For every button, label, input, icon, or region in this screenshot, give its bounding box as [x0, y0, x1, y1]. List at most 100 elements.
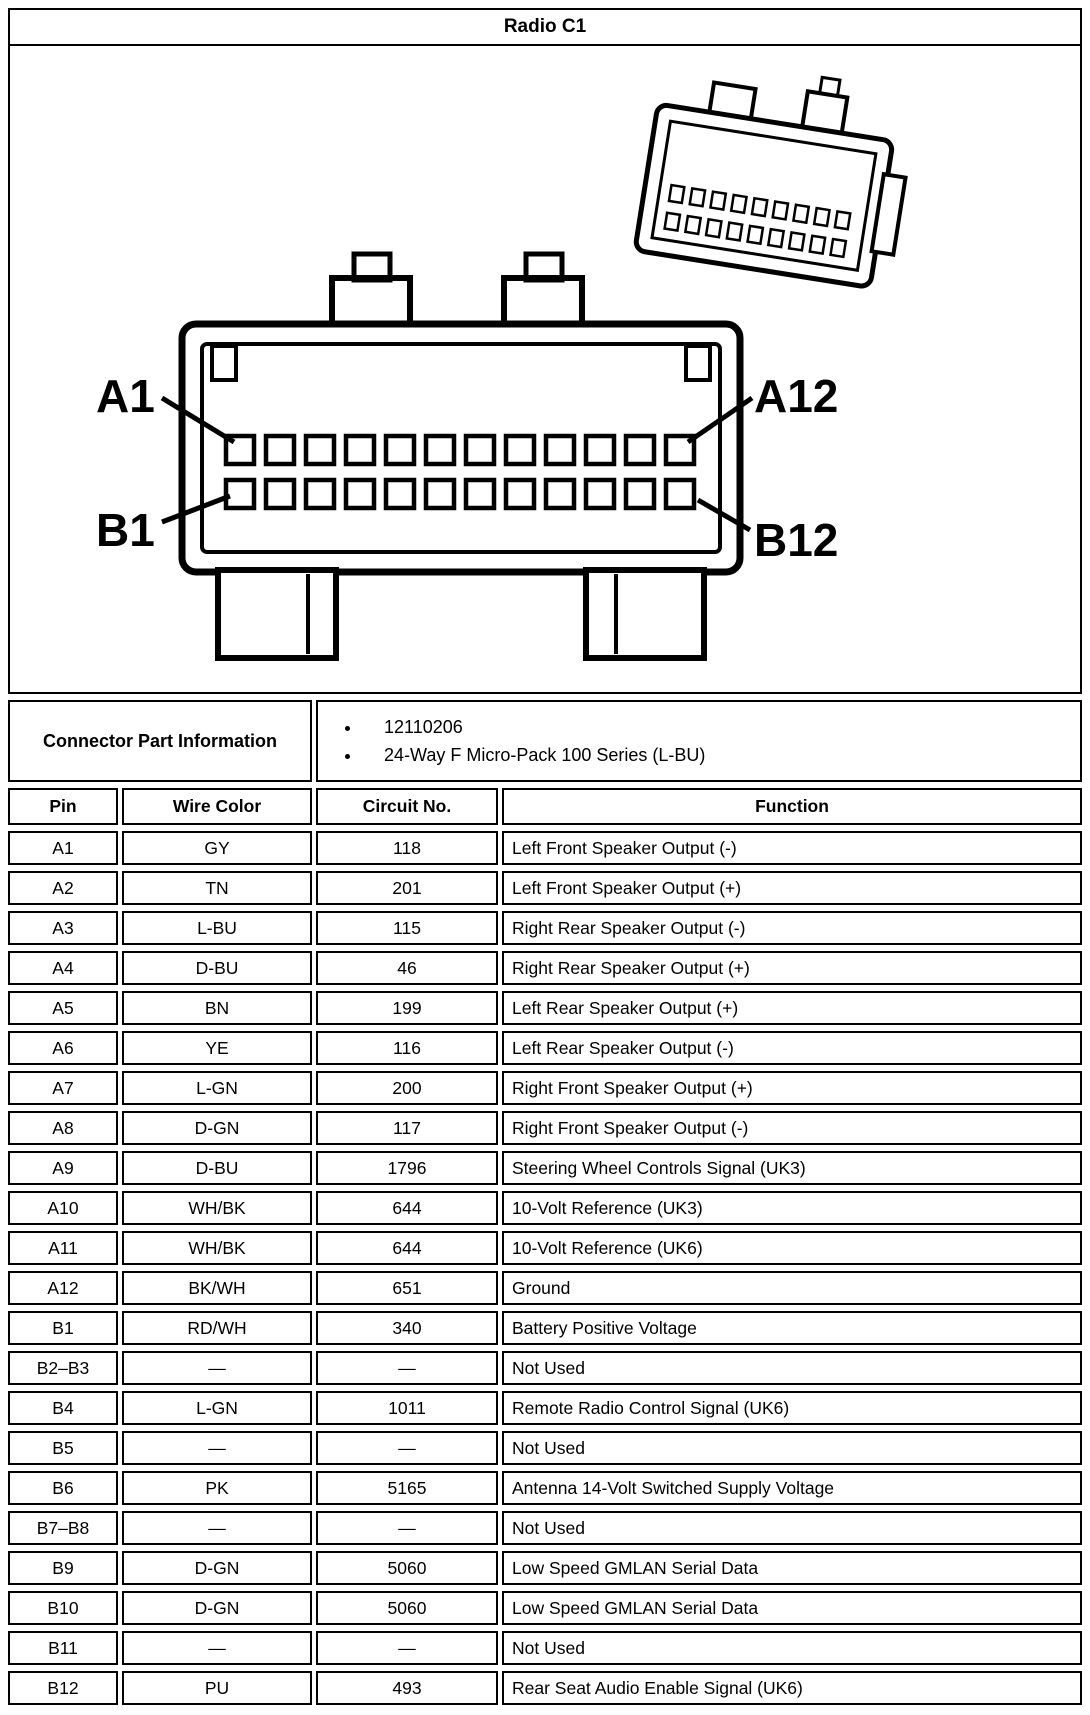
cell-wire-color: WH/BK	[122, 1191, 312, 1225]
terminal-3d	[833, 209, 852, 231]
cell-pin: A1	[8, 831, 118, 865]
pin-row-b	[223, 477, 697, 511]
leader-line-a12	[686, 395, 754, 445]
cell-pin: B5	[8, 1431, 118, 1465]
cell-pin: B4	[8, 1391, 118, 1425]
cell-function: Left Rear Speaker Output (+)	[502, 991, 1082, 1025]
cell-function: Ground	[502, 1271, 1082, 1305]
column-header-wire-color: Wire Color	[122, 788, 312, 825]
cell-circuit-no: 644	[316, 1191, 498, 1225]
cell-pin: A12	[8, 1271, 118, 1305]
pin-hole	[583, 477, 617, 511]
pin-hole	[423, 477, 457, 511]
pin-hole	[543, 433, 577, 467]
terminal-grid-3d	[663, 183, 852, 259]
cell-wire-color: PK	[122, 1471, 312, 1505]
cell-wire-color: D-BU	[122, 951, 312, 985]
connector-opening-3d	[650, 119, 878, 272]
terminal-3d	[709, 190, 728, 211]
pin-hole	[503, 433, 537, 467]
cell-wire-color: TN	[122, 871, 312, 905]
leader-line-a1	[160, 395, 236, 445]
pin-hole	[583, 433, 617, 467]
cell-circuit-no: —	[316, 1631, 498, 1665]
cell-wire-color: D-GN	[122, 1111, 312, 1145]
cell-circuit-no: 118	[316, 831, 498, 865]
terminal-3d	[688, 186, 707, 208]
cell-wire-color: —	[122, 1631, 312, 1665]
cell-function: Not Used	[502, 1351, 1082, 1385]
cell-pin: A10	[8, 1191, 118, 1225]
pin-hole	[663, 433, 697, 467]
cell-pin: A7	[8, 1071, 118, 1105]
cell-function: Rear Seat Audio Enable Signal (UK6)	[502, 1671, 1082, 1705]
connector-3d-view	[633, 75, 908, 289]
terminal-3d	[750, 196, 769, 218]
pin-hole	[263, 433, 297, 467]
cell-function: Remote Radio Control Signal (UK6)	[502, 1391, 1082, 1425]
cell-pin: A11	[8, 1231, 118, 1265]
cell-wire-color: L-GN	[122, 1391, 312, 1425]
cell-circuit-no: 115	[316, 911, 498, 945]
pin-label-a1: A1	[96, 370, 155, 422]
cell-circuit-no: 5165	[316, 1471, 498, 1505]
cell-wire-color: BN	[122, 991, 312, 1025]
cell-pin: A9	[8, 1151, 118, 1185]
leader-line-b1	[161, 493, 231, 525]
cell-circuit-no: —	[316, 1431, 498, 1465]
cell-wire-color: —	[122, 1511, 312, 1545]
latch-tab	[329, 275, 413, 329]
cell-pin: B11	[8, 1631, 118, 1665]
part-info-bullet-list: 12110206 24-Way F Micro-Pack 100 Series …	[362, 713, 1080, 769]
cell-wire-color: L-BU	[122, 911, 312, 945]
pin-hole	[223, 477, 257, 511]
pin-hole	[463, 477, 497, 511]
pin-hole	[343, 433, 377, 467]
cell-function: 10-Volt Reference (UK6)	[502, 1231, 1082, 1265]
pin-hole	[423, 433, 457, 467]
cell-function: Right Front Speaker Output (+)	[502, 1071, 1082, 1105]
side-step-3d	[869, 171, 908, 257]
pin-hole	[543, 477, 577, 511]
pin-label-b12: B12	[754, 514, 838, 566]
cell-circuit-no: 651	[316, 1271, 498, 1305]
pin-hole	[303, 433, 337, 467]
terminal-3d	[808, 234, 827, 256]
cell-wire-color: YE	[122, 1031, 312, 1065]
terminal-3d	[746, 224, 765, 246]
cell-wire-color: BK/WH	[122, 1271, 312, 1305]
pin-hole	[383, 477, 417, 511]
cell-circuit-no: 1796	[316, 1151, 498, 1185]
column-header-circuit-no: Circuit No.	[316, 788, 498, 825]
cell-function: Right Rear Speaker Output (+)	[502, 951, 1082, 985]
cell-circuit-no: 116	[316, 1031, 498, 1065]
top-section: Radio C1	[8, 8, 1082, 694]
cell-circuit-no: 5060	[316, 1551, 498, 1585]
cell-circuit-no: 340	[316, 1311, 498, 1345]
pin-hole	[463, 433, 497, 467]
cell-circuit-no: 201	[316, 871, 498, 905]
cell-pin: B9	[8, 1551, 118, 1585]
latch-tab	[501, 275, 585, 329]
pin-hole	[663, 477, 697, 511]
cell-function: Right Rear Speaker Output (-)	[502, 911, 1082, 945]
terminal-3d	[663, 211, 682, 233]
cell-function: Antenna 14-Volt Switched Supply Voltage	[502, 1471, 1082, 1505]
cell-function: Not Used	[502, 1431, 1082, 1465]
terminal-3d	[766, 227, 786, 249]
pin-hole	[503, 477, 537, 511]
terminal-3d	[725, 221, 744, 242]
part-info-details: 12110206 24-Way F Micro-Pack 100 Series …	[316, 700, 1082, 782]
cell-pin: B1	[8, 1311, 118, 1345]
pin-label-b1: B1	[96, 504, 155, 556]
cell-wire-color: GY	[122, 831, 312, 865]
cell-pin: B2–B3	[8, 1351, 118, 1385]
cell-function: Left Front Speaker Output (-)	[502, 831, 1082, 865]
cell-function: Not Used	[502, 1511, 1082, 1545]
cell-wire-color: D-GN	[122, 1551, 312, 1585]
pin-hole	[383, 433, 417, 467]
mounting-foot	[583, 567, 707, 661]
terminal-3d	[791, 203, 811, 225]
cell-pin: A2	[8, 871, 118, 905]
